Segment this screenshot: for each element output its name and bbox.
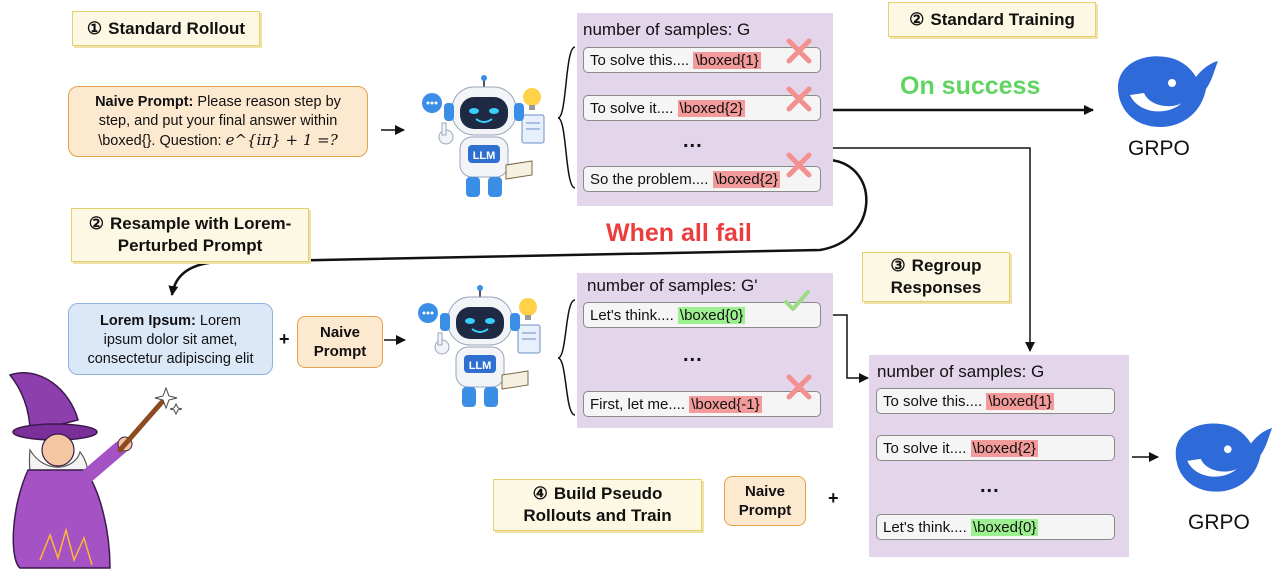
- plus-sign-2: +: [828, 488, 839, 508]
- response-row: To solve it.... \boxed{2}: [583, 95, 821, 121]
- when-all-fail-label: When all fail: [606, 219, 752, 247]
- panel-title: number of samples: G: [583, 20, 751, 39]
- wrong-mark-icon: [786, 86, 812, 112]
- brace-top: [557, 46, 576, 189]
- euler-equation: e^{iπ} + 1 =?: [225, 131, 338, 149]
- response-row: Let's think.... \boxed{0}: [583, 302, 821, 328]
- ellipsis: ...: [683, 130, 703, 152]
- check-mark-icon: [784, 290, 810, 311]
- grpo-label: GRPO: [1128, 137, 1190, 160]
- grpo-label: GRPO: [1188, 511, 1250, 534]
- response-row: First, let me.... \boxed{-1}: [583, 391, 821, 417]
- wizard-icon: [8, 372, 183, 569]
- panel-title: number of samples: G': [587, 276, 758, 295]
- naive-prompt-box: Naive Prompt: Please reason step by step…: [68, 86, 368, 157]
- arrow-all-fail-curve: [168, 158, 868, 296]
- svg-text:LLM: LLM: [469, 360, 492, 372]
- svg-text:LLM: LLM: [473, 150, 496, 162]
- plus-sign-1: +: [279, 329, 290, 349]
- whale-logo-icon: [1175, 423, 1273, 492]
- arrow-mid-to-bottom: [821, 314, 869, 383]
- brace-mid: [557, 299, 576, 416]
- ellipsis: ...: [980, 475, 1000, 497]
- llm-robot-icon-2: LLM: [418, 285, 541, 407]
- whale-logo-icon: [1118, 56, 1218, 127]
- wrong-mark-icon: [786, 38, 812, 64]
- wrong-mark-icon: [786, 374, 812, 400]
- response-row: To solve this.... \boxed{1}: [583, 47, 821, 73]
- on-success-label: On success: [900, 72, 1041, 100]
- response-row: Let's think.... \boxed{0}: [876, 514, 1115, 540]
- ellipsis: ...: [683, 344, 703, 366]
- panel-title: number of samples: G: [877, 362, 1045, 381]
- response-row: To solve it.... \boxed{2}: [876, 435, 1115, 461]
- response-row: So the problem.... \boxed{2}: [583, 166, 821, 192]
- response-row: To solve this.... \boxed{1}: [876, 388, 1115, 414]
- wrong-mark-icon: [786, 152, 812, 178]
- lorem-prompt-box: Lorem Ipsum: Lorem ipsum dolor sit amet,…: [68, 303, 273, 375]
- llm-robot-icon: LLM: [422, 75, 545, 197]
